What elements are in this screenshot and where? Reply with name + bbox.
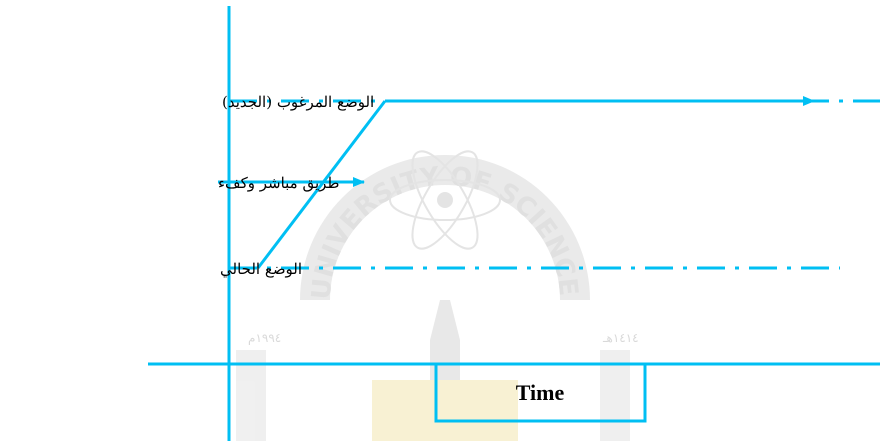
time-label: Time <box>516 380 565 405</box>
current-state-label: الوضع الحالي <box>220 260 302 278</box>
watermark-year-right: ١٤١٤هـ <box>602 331 639 345</box>
watermark-ring-text: UNIVERSITY OF SCIENCE & TECHNOLOGY <box>0 0 583 301</box>
watermark-year-left: ١٩٩٤م <box>248 331 281 345</box>
direct-path-label: طريق مباشر وكفء <box>218 174 339 192</box>
book-icon <box>372 380 518 441</box>
university-logo-watermark: UNIVERSITY OF SCIENCE & TECHNOLOGY ١٩٩٤م… <box>0 0 639 441</box>
desired-state-label: الوضع المرغوب (الجديد) <box>222 93 374 111</box>
